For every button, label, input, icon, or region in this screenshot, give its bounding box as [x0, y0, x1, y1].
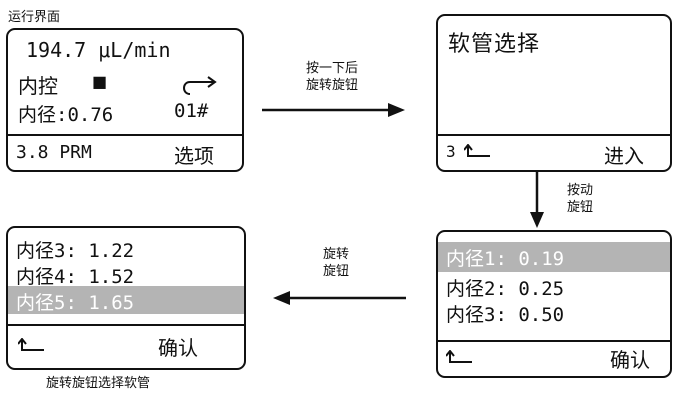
arrow2-label-line1: 按动: [566, 183, 593, 198]
diameter-option-3[interactable]: 内径3: 0.50: [446, 304, 565, 326]
diameter-value: 内径:0.76: [18, 104, 114, 126]
flow-rate: 194.7 μL/min: [26, 38, 171, 62]
divider-line: [438, 134, 670, 136]
selection-highlight: [438, 242, 670, 272]
arrow1-label-line1: 按一下后: [305, 61, 358, 76]
tube-select-title: 软管选择: [448, 32, 541, 57]
diameter-option-3[interactable]: 内径3: 1.22: [16, 240, 135, 262]
back-return-icon[interactable]: [446, 350, 476, 366]
options-softkey[interactable]: 选项: [174, 144, 214, 168]
screen-diameter-list-1: 内径1: 0.19 内径2: 0.25 内径3: 0.50 确认: [436, 230, 672, 378]
mode-square-indicator: ■: [92, 72, 108, 91]
selection-highlight: [8, 286, 244, 314]
divider-line: [8, 324, 244, 326]
mode-label: 内控: [18, 74, 58, 98]
diameter-option-1[interactable]: 内径1: 0.19: [446, 248, 565, 270]
rotate-arrow-icon: [183, 76, 217, 95]
confirm-softkey[interactable]: 确认: [610, 348, 650, 372]
arrow1-label: 按一下后 旋转旋钮: [276, 60, 388, 94]
screen-run-interface: 194.7 μL/min 内控 ■ 内径:0.76 01# 3.8 PRM 选项: [6, 28, 244, 172]
confirm-softkey[interactable]: 确认: [158, 336, 198, 360]
arrow3-label-line1: 旋转: [322, 247, 349, 262]
back-return-icon[interactable]: [18, 338, 48, 354]
diameter-option-2[interactable]: 内径2: 0.25: [446, 278, 565, 300]
arrow2-label: 按动 旋钮: [560, 182, 600, 216]
down-arrow: [530, 170, 544, 228]
bottom-caption: 旋转旋钮选择软管: [46, 376, 151, 391]
screen-diameter-list-2: 内径3: 1.22 内径4: 1.52 内径5: 1.65 确认: [6, 226, 246, 370]
arrow3-label-line2: 旋钮: [322, 264, 349, 279]
screen-tube-selection: 软管选择 3 进入: [436, 14, 672, 172]
diameter-option-4[interactable]: 内径4: 1.52: [16, 266, 135, 288]
right-arrow: [262, 103, 405, 117]
arrow1-label-line2: 旋转旋钮: [305, 78, 358, 93]
tube-number: 01#: [174, 100, 209, 122]
speed-prm: 3.8 PRM: [16, 142, 92, 163]
back-return-icon[interactable]: [464, 144, 494, 160]
left-arrow: [273, 291, 406, 305]
divider-line: [8, 134, 242, 136]
diameter-option-5[interactable]: 内径5: 1.65: [16, 292, 135, 314]
back-number: 3: [446, 142, 456, 161]
divider-line: [438, 340, 670, 342]
arrow2-label-line2: 旋钮: [566, 200, 593, 215]
run-screen-caption: 运行界面: [8, 10, 61, 25]
arrow3-label: 旋转 旋钮: [306, 246, 366, 280]
enter-softkey[interactable]: 进入: [604, 144, 644, 168]
